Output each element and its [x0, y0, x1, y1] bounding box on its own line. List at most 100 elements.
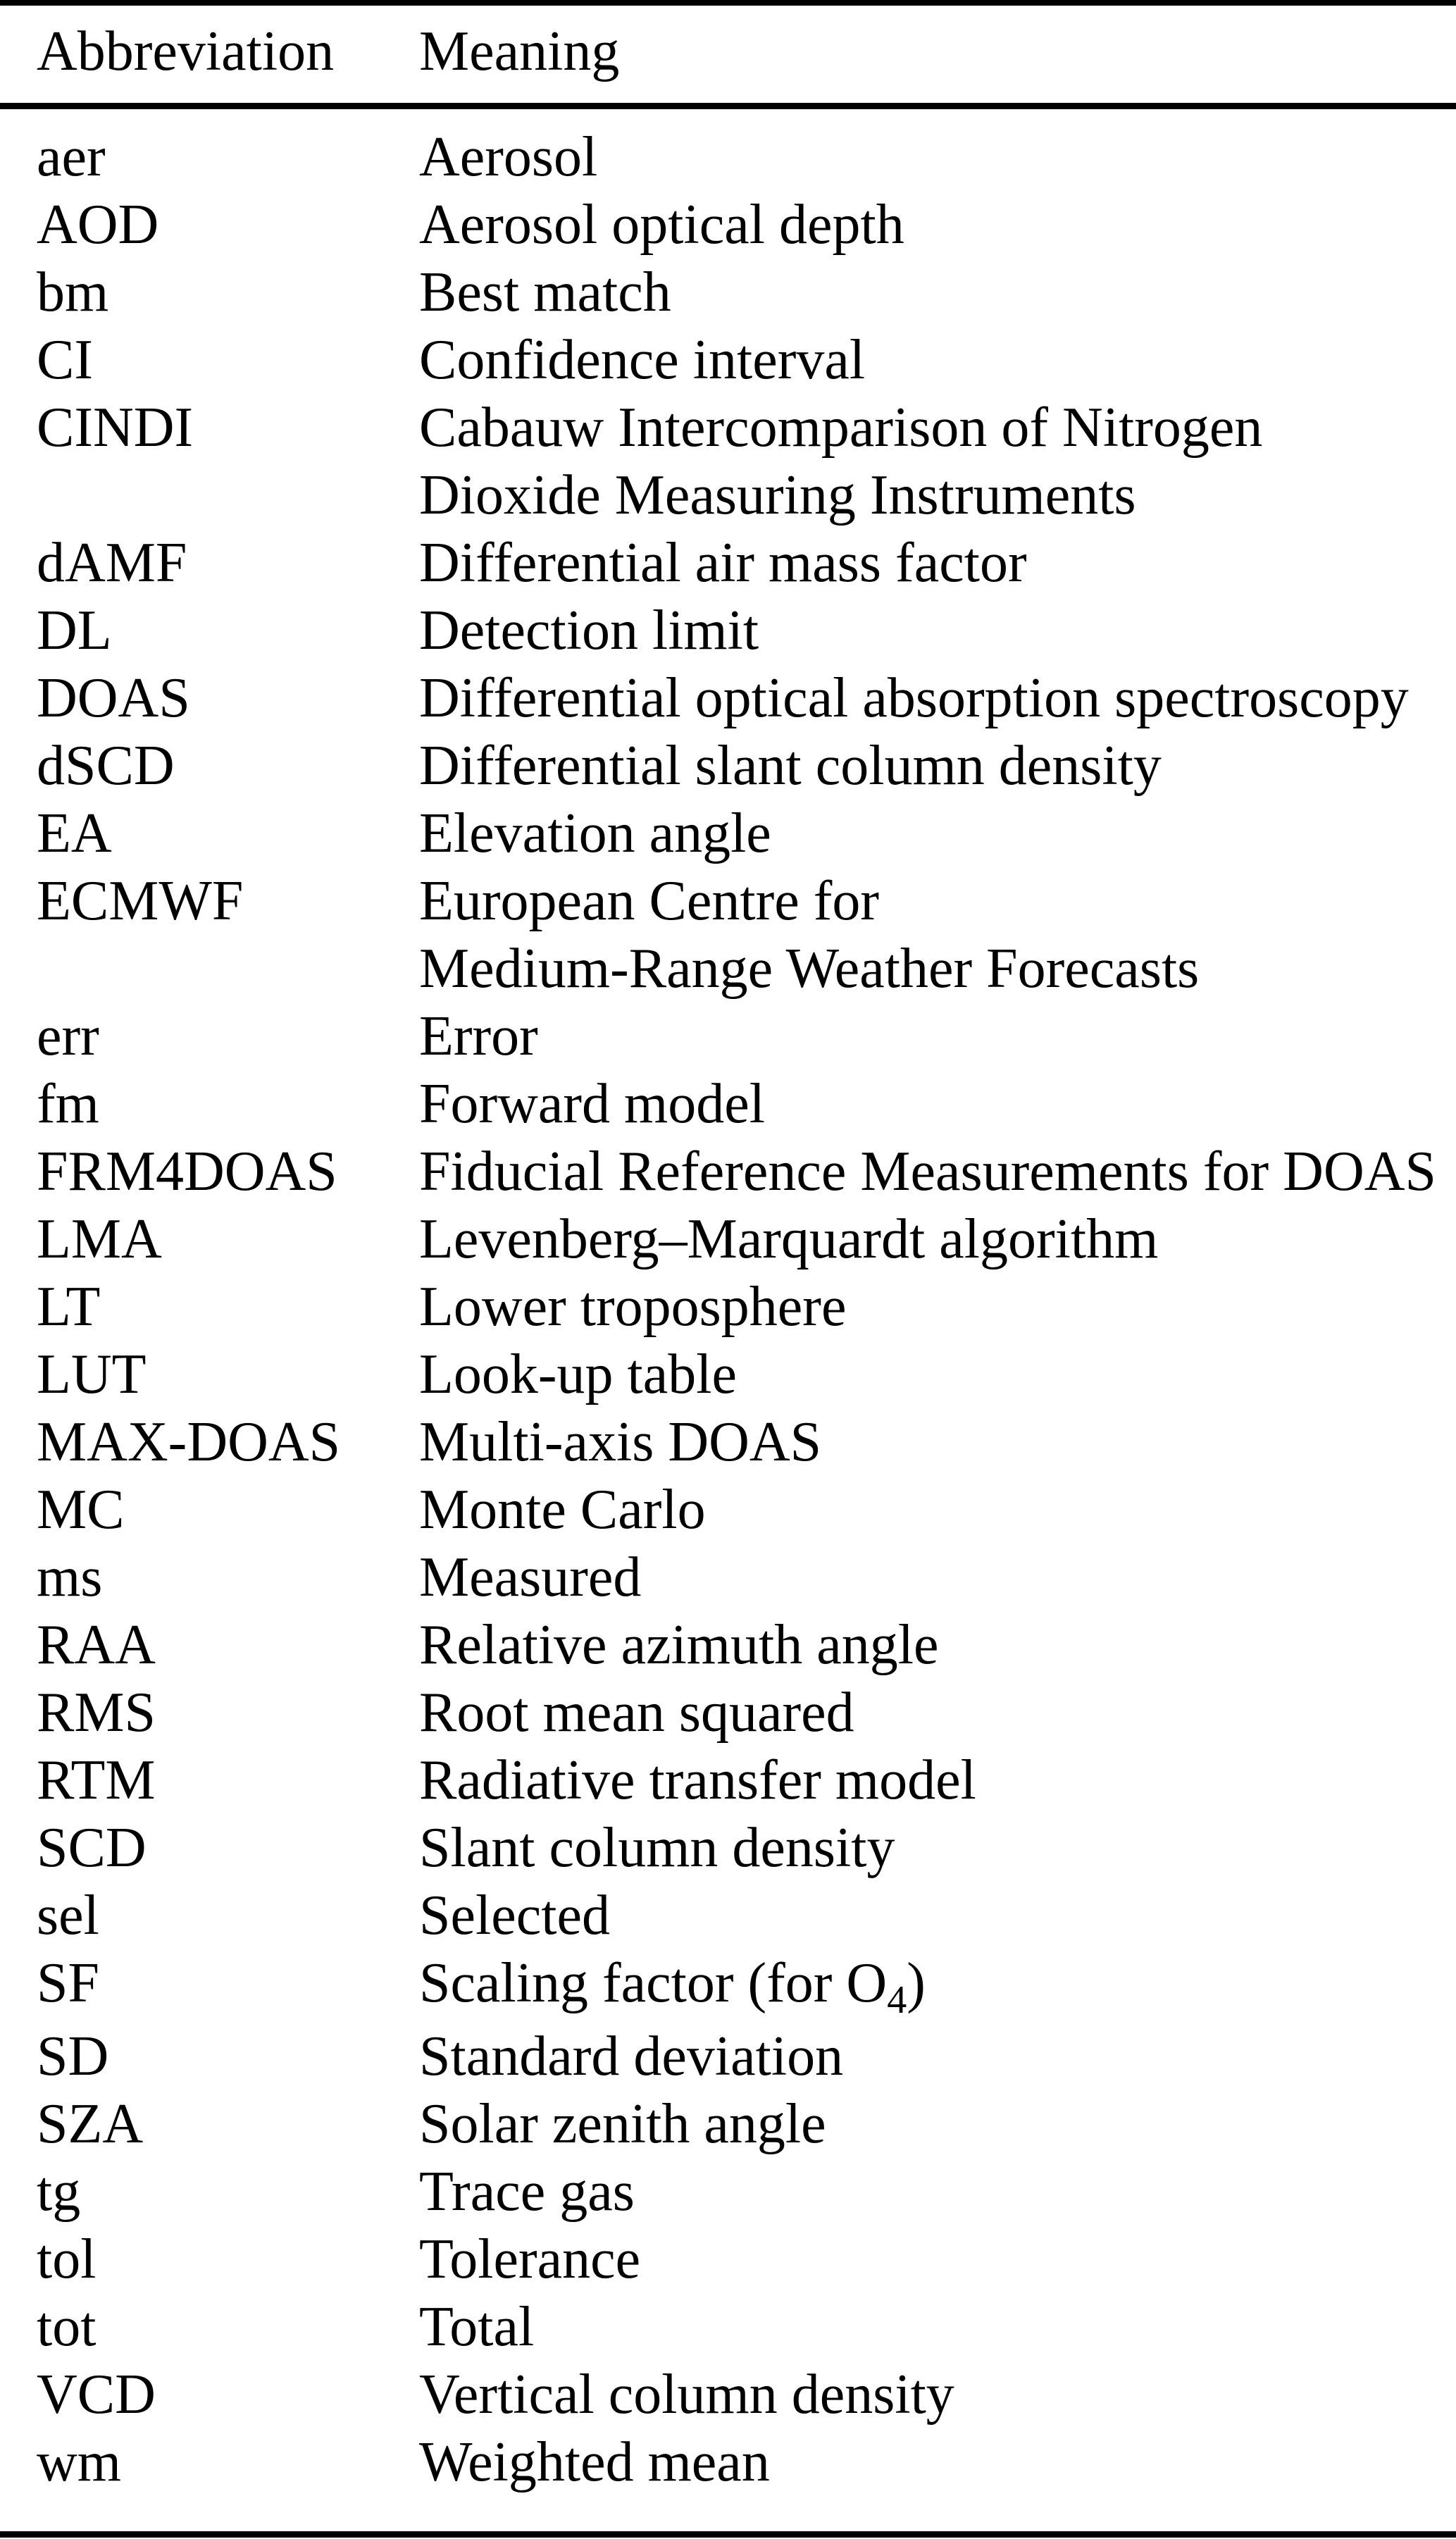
- abbreviation-cell: SF: [37, 1952, 99, 2014]
- meaning-cell: Trace gas: [419, 2161, 635, 2223]
- abbreviation-cell: VCD: [37, 2364, 156, 2426]
- table-row: SF Scaling factor (for O4): [0, 1949, 1456, 2023]
- abbreviation-cell: SD: [37, 2025, 109, 2087]
- table-row: AOD Aerosol optical depth: [0, 191, 1456, 259]
- meaning-cell: Slant column density: [419, 1817, 895, 1879]
- meaning-cell: Lower troposphere: [419, 1276, 847, 1338]
- abbreviation-cell: CINDI: [37, 397, 194, 459]
- table-row: fm Forward model: [0, 1070, 1456, 1138]
- abbreviation-cell: ms: [37, 1546, 103, 1608]
- abbreviation-cell: AOD: [37, 194, 159, 256]
- meaning-cell: Tolerance: [419, 2228, 641, 2290]
- table-row: RTM Radiative transfer model: [0, 1746, 1456, 1814]
- abbreviation-cell: dSCD: [37, 735, 175, 797]
- abbreviation-cell: DOAS: [37, 667, 190, 729]
- meaning-cell: Scaling factor (for O4): [419, 1949, 1456, 2023]
- meaning-cell: Forward model: [419, 1073, 766, 1135]
- abbreviation-cell: RAA: [37, 1614, 156, 1676]
- meaning-cell: Cabauw Intercomparison of Nitrogen: [419, 397, 1263, 459]
- meaning-cell: Multi-axis DOAS: [419, 1411, 822, 1473]
- table-row: CINDI Cabauw Intercomparison of Nitrogen: [0, 394, 1456, 461]
- table-row: bm Best match: [0, 259, 1456, 326]
- table-row: EA Elevation angle: [0, 800, 1456, 867]
- meaning-cell: Aerosol: [419, 126, 598, 188]
- table-row: LT Lower troposphere: [0, 1273, 1456, 1341]
- abbreviation-cell: dAMF: [37, 532, 187, 594]
- meaning-cell: Root mean squared: [419, 1682, 854, 1744]
- table-row: LUT Look-up table: [0, 1341, 1456, 1408]
- meaning-text: Scaling factor (for O: [419, 1952, 888, 2014]
- table-row: MAX-DOAS Multi-axis DOAS: [0, 1408, 1456, 1476]
- abbreviation-cell: MC: [37, 1479, 125, 1541]
- table-header-rule: [0, 103, 1456, 109]
- column-header-abbreviation: Abbreviation: [37, 20, 335, 82]
- table-row: RMS Root mean squared: [0, 1679, 1456, 1746]
- meaning-text: ): [907, 1952, 926, 2014]
- table-row: RAA Relative azimuth angle: [0, 1611, 1456, 1679]
- meaning-cell: Best match: [419, 261, 671, 323]
- table-row: SZA Solar zenith angle: [0, 2090, 1456, 2158]
- meaning-cell: Relative azimuth angle: [419, 1614, 939, 1676]
- meaning-cell: Dioxide Measuring Instruments: [419, 464, 1136, 526]
- abbreviation-cell: LT: [37, 1276, 101, 1338]
- meaning-cell: European Centre for: [419, 870, 880, 932]
- abbreviation-cell: aer: [37, 126, 106, 188]
- subscript-text: 4: [887, 1978, 907, 2022]
- meaning-cell: Measured: [419, 1546, 642, 1608]
- table-row: SD Standard deviation: [0, 2023, 1456, 2090]
- meaning-cell: Total: [419, 2296, 535, 2358]
- abbreviation-cell: bm: [37, 261, 109, 323]
- meaning-cell: Vertical column density: [419, 2364, 954, 2426]
- table-row: MC Monte Carlo: [0, 1476, 1456, 1544]
- meaning-cell: Aerosol optical depth: [419, 194, 904, 256]
- meaning-cell: Elevation angle: [419, 802, 771, 864]
- abbreviation-cell: FRM4DOAS: [37, 1141, 337, 1203]
- abbreviation-cell: SZA: [37, 2093, 144, 2155]
- abbreviation-cell: RTM: [37, 1749, 156, 1811]
- meaning-cell: Weighted mean: [419, 2431, 770, 2493]
- abbreviation-cell: wm: [37, 2431, 121, 2493]
- meaning-cell: Differential optical absorption spectros…: [419, 667, 1409, 729]
- table-row: DL Detection limit: [0, 597, 1456, 664]
- meaning-cell: Monte Carlo: [419, 1479, 706, 1541]
- column-header-meaning: Meaning: [419, 20, 620, 82]
- abbreviation-cell: DL: [37, 600, 112, 662]
- meaning-cell: Fiducial Reference Measurements for DOAS: [419, 1141, 1436, 1203]
- abbreviation-cell: LUT: [37, 1343, 147, 1405]
- meaning-cell: Levenberg–Marquardt algorithm: [419, 1208, 1159, 1270]
- table-header-row: Abbreviation Meaning: [0, 23, 1456, 80]
- meaning-cell: Look-up table: [419, 1343, 737, 1405]
- meaning-cell: Radiative transfer model: [419, 1749, 976, 1811]
- abbreviation-cell: fm: [37, 1073, 99, 1135]
- table-row: tol Tolerance: [0, 2225, 1456, 2293]
- meaning-cell: Differential slant column density: [419, 735, 1162, 797]
- abbreviation-cell: sel: [37, 1885, 99, 1947]
- table-row: dAMF Differential air mass factor: [0, 529, 1456, 597]
- table-row: tot Total: [0, 2293, 1456, 2361]
- meaning-cell: Confidence interval: [419, 329, 866, 391]
- table-row: err Error: [0, 1002, 1456, 1070]
- abbreviation-cell: RMS: [37, 1682, 156, 1744]
- table-row: LMA Levenberg–Marquardt algorithm: [0, 1205, 1456, 1273]
- meaning-cell: Selected: [419, 1885, 610, 1947]
- table-bottom-rule: [0, 2531, 1456, 2538]
- abbreviation-cell: CI: [37, 329, 93, 391]
- table-body: aer Aerosol AOD Aerosol optical depth bm…: [0, 123, 1456, 2496]
- table-row: wm Weighted mean: [0, 2428, 1456, 2496]
- abbreviation-cell: EA: [37, 802, 112, 864]
- table-row: tg Trace gas: [0, 2158, 1456, 2225]
- table-row: DOAS Differential optical absorption spe…: [0, 664, 1456, 732]
- table-row: ECMWF European Centre for: [0, 867, 1456, 935]
- abbreviation-cell: ECMWF: [37, 870, 244, 932]
- table-row: SCD Slant column density: [0, 1814, 1456, 1882]
- abbreviation-cell: tg: [37, 2161, 81, 2223]
- table-row: VCD Vertical column density: [0, 2361, 1456, 2428]
- abbreviation-cell: tot: [37, 2296, 97, 2358]
- table-row: dSCD Differential slant column density: [0, 732, 1456, 800]
- abbreviation-cell: tol: [37, 2228, 97, 2290]
- abbreviation-cell: [37, 461, 419, 529]
- abbreviation-cell: err: [37, 1005, 99, 1067]
- meaning-cell: Solar zenith angle: [419, 2093, 826, 2155]
- table-top-rule: [0, 0, 1456, 6]
